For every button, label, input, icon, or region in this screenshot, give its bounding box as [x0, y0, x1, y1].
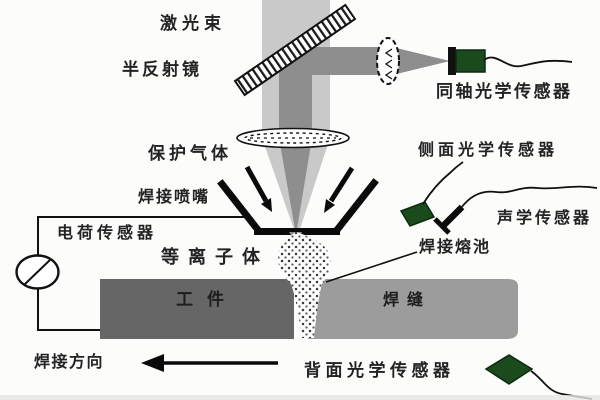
side-optical-sensor-wire: [422, 161, 464, 205]
workpiece-block: [100, 279, 294, 339]
label-coaxial-optical-sensor: 同轴光学传感器: [436, 82, 573, 101]
coaxial-sensor-wire: [483, 56, 573, 68]
nozzle-right-wall: [332, 178, 379, 235]
label-back-optical-sensor: 背面光学传感器: [304, 361, 455, 380]
gas-flow-arrow-right-head: [324, 199, 335, 213]
label-welding-direction: 焊接方向: [34, 354, 105, 371]
half-mirror-icon: [233, 3, 357, 97]
lens-marks: [384, 48, 393, 80]
back-optical-sensor-icon: [484, 354, 534, 385]
weld-seam-block: [308, 279, 518, 339]
label-plasma: 等离子体: [161, 247, 269, 267]
charge-sensor-wire-bottom: [37, 288, 102, 331]
gas-flow-arrow-left-head: [261, 198, 272, 212]
gas-ring-texture: [244, 132, 342, 144]
acoustic-sensor-icon: [440, 204, 465, 229]
label-weld-pool: 焊接熔池: [419, 239, 492, 256]
focused-beam-inner-cone: [279, 138, 312, 235]
photo-edge-artifact: [0, 395, 600, 400]
coaxial-sensor-icon: [455, 49, 486, 73]
focus-lens-icon: [376, 37, 400, 85]
reflected-beam-horizontal: [300, 47, 380, 75]
welding-direction-arrow-head: [141, 354, 164, 372]
coaxial-sensor-mount: [448, 47, 456, 75]
plasma-plume: [278, 232, 331, 338]
nozzle-left-wall: [217, 179, 263, 235]
gas-flow-arrow-left-shaft: [244, 165, 269, 203]
back-optical-sensor-wire: [530, 370, 593, 400]
label-weld-seam: 焊缝: [383, 292, 432, 309]
label-acoustic-sensor: 声学传感器: [497, 210, 593, 227]
label-welding-nozzle: 焊接喷嘴: [138, 189, 211, 206]
weld-pool-leader-line: [325, 251, 418, 283]
acoustic-sensor-base: [433, 217, 451, 235]
acoustic-sensor-wire: [460, 185, 598, 209]
label-charge-sensor: 电荷传感器: [57, 225, 158, 242]
side-optical-sensor-icon: [399, 201, 436, 227]
label-side-optical-sensor: 侧面光学传感器: [418, 142, 559, 159]
label-shielding-gas: 保护气体: [148, 144, 232, 163]
label-laser-beam: 激光束: [160, 14, 226, 33]
label-half-mirror: 半反射镜: [122, 60, 202, 79]
gas-flow-arrow-right-shaft: [328, 166, 355, 203]
label-workpiece: 工件: [176, 290, 238, 309]
charge-meter-needle: [24, 258, 52, 285]
charge-sensor-wire-top: [37, 216, 245, 256]
